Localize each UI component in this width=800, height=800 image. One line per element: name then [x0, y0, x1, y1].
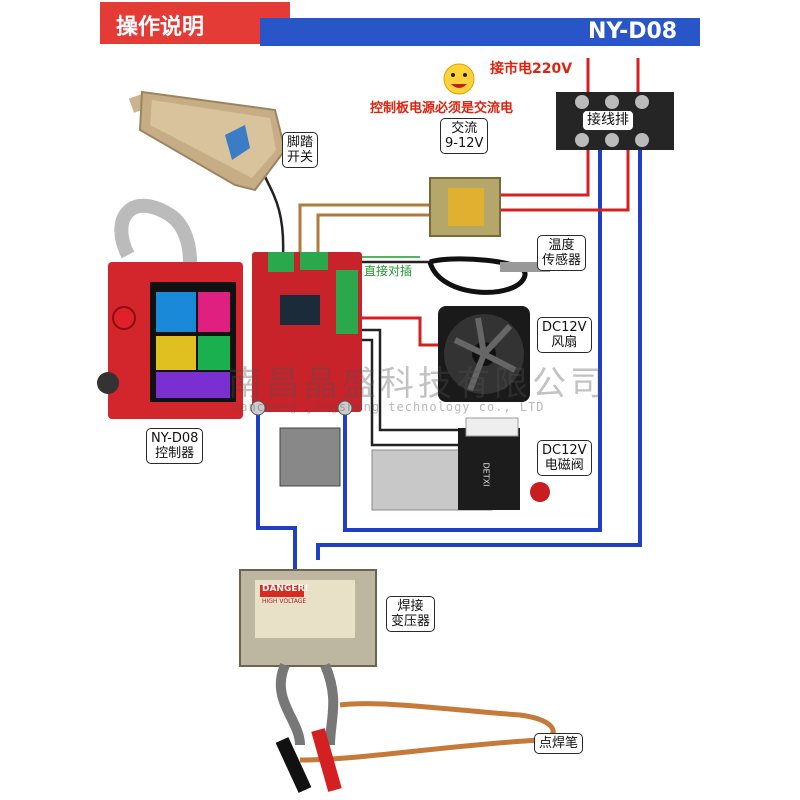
watermark-en: nanchang jingsheng technology co., LTD — [232, 400, 545, 414]
warning-face-icon — [443, 63, 475, 95]
temperature-sensor — [427, 256, 550, 295]
weld-transformer-label: 焊接 变压器 — [386, 596, 436, 632]
power-module — [279, 427, 341, 487]
header-title-bar — [100, 2, 290, 44]
main-pcb — [250, 252, 362, 416]
spot-pen — [275, 663, 556, 793]
page-title: 操作说明 — [116, 15, 205, 40]
solenoid-brand-text: DETXI — [481, 462, 491, 487]
fan-label: DC12V 风扇 — [537, 317, 592, 353]
fan — [438, 306, 530, 402]
direct-plug-note: 直接对插 — [364, 264, 413, 278]
transformer-hv-text: HIGH VOLTAGE — [262, 598, 307, 605]
ac-supply-label: 交流 9-12V — [440, 118, 489, 154]
ac-transformer — [429, 177, 501, 237]
spot-pen-label: 点焊笔 — [534, 733, 584, 754]
solenoid-label: DC12V 电磁阀 — [537, 440, 592, 476]
solenoid-valve — [371, 417, 550, 511]
header-model-bar — [260, 18, 700, 46]
foot-switch-label: 脚踏 开关 — [282, 132, 319, 168]
watermark-cn: 南昌晶盛科技有限公司 — [228, 364, 608, 404]
transformer-danger-text: DANGER! — [262, 584, 309, 594]
controller-label: NY-D08 控制器 — [146, 428, 204, 464]
foot-switch — [128, 90, 287, 192]
ribbon-cable — [114, 198, 197, 263]
weld-transformer — [239, 569, 377, 667]
controller-board — [97, 262, 243, 419]
terminal-block-label: 接线排 — [582, 110, 634, 131]
control-power-note: 控制板电源必须是交流电 — [370, 101, 514, 116]
model-name: NY-D08 — [588, 19, 678, 44]
mains-note: 接市电220V — [490, 61, 573, 77]
temp-sensor-label: 温度 传感器 — [537, 235, 587, 271]
